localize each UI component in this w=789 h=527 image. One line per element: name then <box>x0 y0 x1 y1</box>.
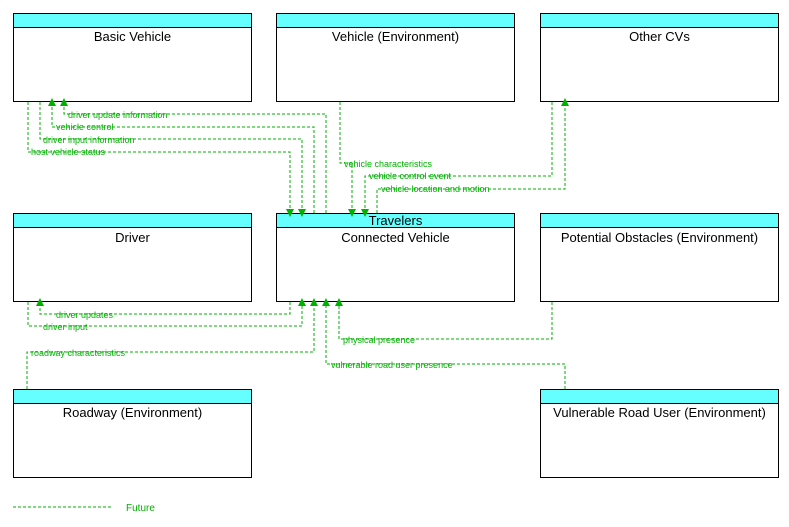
flow-physical-presence <box>335 298 553 340</box>
label-vehicle-control-event: vehicle control event <box>369 171 452 181</box>
element-header-bar <box>277 214 514 228</box>
label-vehicle-control: vehicle control <box>56 122 114 132</box>
element-vehicle-environment[interactable]: Vehicle (Environment) <box>276 13 515 102</box>
flow-driver-updates <box>36 298 291 315</box>
element-title: Vulnerable Road User (Environment) <box>553 405 766 420</box>
flow-vehicle-control-event <box>361 102 553 217</box>
element-basic-vehicle[interactable]: Basic Vehicle <box>13 13 252 102</box>
flow-vehicle-location-and-motion <box>376 98 569 213</box>
flow-vulnerable-road-user-presence <box>322 298 566 389</box>
element-title: Connected Vehicle <box>341 230 450 245</box>
flow-driver-input-information <box>39 102 306 217</box>
label-roadway-characteristics: roadway characteristics <box>31 348 126 358</box>
element-group-label: Travelers <box>368 213 423 228</box>
flow-driver-update-information <box>60 98 327 213</box>
element-header-bar <box>14 214 251 228</box>
label-driver-updates: driver updates <box>56 310 114 320</box>
element-roadway-environment[interactable]: Roadway (Environment) <box>13 389 252 478</box>
element-header-bar <box>541 390 778 404</box>
flow-roadway-characteristics <box>26 298 318 389</box>
element-title: Roadway (Environment) <box>62 405 203 420</box>
element-potential-obstacles[interactable]: Potential Obstacles (Environment) <box>540 213 779 302</box>
flow-host-vehicle-status <box>27 102 294 217</box>
element-title: Vehicle (Environment) <box>331 29 460 44</box>
element-title: Potential Obstacles (Environment) <box>560 230 759 245</box>
label-vehicle-location-and-motion: vehicle location and motion <box>381 184 490 194</box>
element-header-bar <box>14 390 251 404</box>
label-vulnerable-road-user-presence: vulnerable road user presence <box>331 360 453 370</box>
label-driver-update-information: driver update information <box>68 110 168 120</box>
element-title: Driver <box>115 230 150 245</box>
flow-driver-input <box>27 298 306 327</box>
label-driver-input-information: driver input information <box>43 135 135 145</box>
flow-vehicle-control <box>48 98 315 213</box>
label-physical-presence: physical presence <box>343 335 415 345</box>
flow-vehicle-characteristics <box>339 102 356 217</box>
element-title: Other CVs <box>629 29 690 44</box>
element-header-bar <box>541 214 778 228</box>
element-driver[interactable]: Driver <box>13 213 252 302</box>
label-vehicle-characteristics: vehicle characteristics <box>344 159 433 169</box>
element-vulnerable-road-user[interactable]: Vulnerable Road User (Environment) <box>540 389 779 478</box>
element-header-bar <box>14 14 251 28</box>
element-connected-vehicle[interactable]: Travelers Connected Vehicle <box>276 213 515 302</box>
legend-future-label: Future <box>126 503 155 514</box>
label-driver-input: driver input <box>43 322 88 332</box>
element-other-cvs[interactable]: Other CVs <box>540 13 779 102</box>
element-title: Basic Vehicle <box>93 29 172 44</box>
label-host-vehicle-status: host vehicle status <box>31 147 106 157</box>
element-header-bar <box>277 14 514 28</box>
element-header-bar <box>541 14 778 28</box>
